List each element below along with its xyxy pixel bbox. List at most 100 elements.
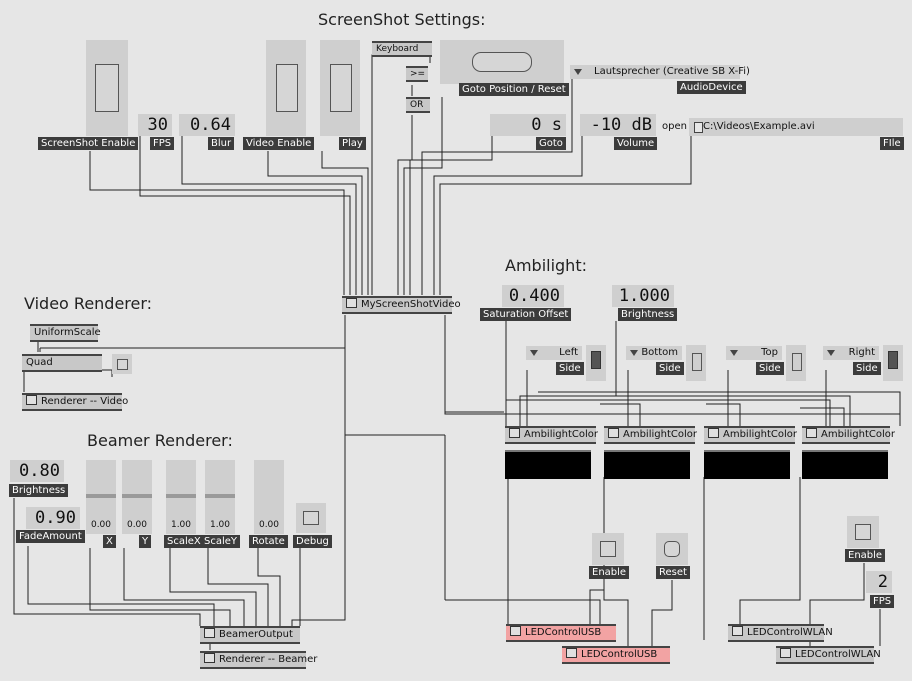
x-value: 0.00 bbox=[90, 520, 112, 530]
ambilight-color-label: AmbilightColor bbox=[623, 429, 697, 440]
volume-value[interactable]: -10 dB bbox=[580, 114, 656, 136]
side-left-bar[interactable] bbox=[586, 345, 606, 381]
scalex-slider[interactable]: 1.00 bbox=[166, 460, 196, 534]
color-preview-right bbox=[802, 450, 888, 479]
goto-position-label: Goto Position / Reset bbox=[459, 83, 569, 96]
ambilight-color-node-bottom[interactable]: AmbilightColor bbox=[604, 426, 697, 444]
node-menu-icon bbox=[509, 428, 520, 438]
fps-value[interactable]: 30 bbox=[138, 114, 172, 136]
video-enable-toggle[interactable] bbox=[266, 40, 306, 136]
scalex-value: 1.00 bbox=[170, 520, 192, 530]
goto-label: Goto bbox=[536, 137, 566, 150]
play-label: Play bbox=[339, 137, 366, 150]
y-value: 0.00 bbox=[126, 520, 148, 530]
side-bottom-label: Side bbox=[656, 362, 684, 375]
side-left-value: Left bbox=[559, 347, 578, 358]
rotate-slider[interactable]: 0.00 bbox=[254, 460, 284, 534]
rotate-label: Rotate bbox=[249, 535, 288, 548]
side-bottom-bar[interactable] bbox=[686, 345, 706, 381]
led-control-wlan-label: LEDControlWLAN bbox=[747, 627, 833, 638]
ambilight-color-label: AmbilightColor bbox=[821, 429, 895, 440]
screenshot-enable-toggle[interactable] bbox=[86, 40, 128, 136]
wlan-fps-value[interactable]: 2 bbox=[866, 571, 892, 593]
color-preview-top bbox=[704, 450, 790, 479]
chevron-down-icon bbox=[574, 69, 582, 75]
chevron-down-icon bbox=[827, 350, 835, 356]
y-label: Y bbox=[139, 535, 152, 548]
file-path-value: C:\Videos\Example.avi bbox=[703, 121, 815, 132]
side-bottom-dropdown[interactable]: Bottom bbox=[626, 346, 682, 360]
quad-node[interactable]: Quad bbox=[22, 354, 102, 372]
node-menu-icon bbox=[566, 648, 577, 658]
goto-position-button[interactable] bbox=[440, 40, 564, 84]
fps-label: FPS bbox=[150, 137, 175, 150]
ambilight-color-node-right[interactable]: AmbilightColor bbox=[802, 426, 895, 444]
color-preview-left bbox=[505, 450, 591, 479]
beamer-renderer-node[interactable]: Renderer -- Beamer bbox=[200, 651, 317, 669]
goto-value[interactable]: 0 s bbox=[490, 114, 566, 136]
screenshot-enable-label: ScreenShot Enable bbox=[38, 137, 139, 150]
led-control-usb-node-2[interactable]: LEDControlUSB bbox=[562, 646, 670, 664]
scaley-value: 1.00 bbox=[209, 520, 231, 530]
ge-node[interactable]: >= bbox=[406, 66, 428, 82]
x-slider[interactable]: 0.00 bbox=[86, 460, 116, 534]
led-control-usb-node-1[interactable]: LEDControlUSB bbox=[506, 624, 616, 642]
myscreenshotvideo-label: MyScreenShotVideo bbox=[361, 299, 461, 310]
video-renderer-node[interactable]: Renderer -- Video bbox=[22, 393, 128, 411]
node-menu-icon bbox=[510, 626, 521, 636]
side-right-bar[interactable] bbox=[883, 345, 903, 381]
audio-device-label: AudioDevice bbox=[677, 81, 746, 94]
led-reset-button[interactable] bbox=[656, 533, 688, 565]
ambilight-color-node-top[interactable]: AmbilightColor bbox=[704, 426, 797, 444]
beamer-brightness-value[interactable]: 0.80 bbox=[10, 460, 64, 482]
video-renderer-toggle[interactable] bbox=[112, 354, 132, 374]
node-menu-icon bbox=[204, 628, 215, 638]
beamer-output-node[interactable]: BeamerOutput bbox=[200, 626, 300, 644]
file-icon bbox=[694, 122, 703, 133]
fade-amount-value[interactable]: 0.90 bbox=[26, 507, 80, 529]
side-right-dropdown[interactable]: Right bbox=[823, 346, 879, 360]
side-top-dropdown[interactable]: Top bbox=[726, 346, 782, 360]
scaley-slider[interactable]: 1.00 bbox=[205, 460, 235, 534]
wlan-enable-toggle[interactable] bbox=[847, 516, 879, 548]
volume-label: Volume bbox=[614, 137, 658, 150]
x-label: X bbox=[103, 535, 116, 548]
led-enable-toggle[interactable] bbox=[592, 533, 624, 565]
node-menu-icon bbox=[346, 298, 357, 308]
video-enable-label: Video Enable bbox=[243, 137, 315, 150]
side-left-dropdown[interactable]: Left bbox=[526, 346, 582, 360]
led-control-wlan-node-2[interactable]: LEDControlWLAN bbox=[776, 646, 881, 664]
or-node[interactable]: OR bbox=[406, 97, 430, 113]
uniform-scale-node[interactable]: UniformScale bbox=[30, 324, 101, 342]
audio-device-dropdown[interactable]: Lautsprecher (Creative SB X-Fi) bbox=[570, 65, 750, 79]
side-right-label: Side bbox=[853, 362, 881, 375]
open-text: open bbox=[662, 121, 687, 132]
renderer-icon bbox=[204, 653, 215, 663]
debug-toggle[interactable] bbox=[296, 503, 326, 533]
saturation-offset-value[interactable]: 0.400 bbox=[502, 285, 564, 307]
side-top-label: Side bbox=[756, 362, 784, 375]
scalex-label: ScaleX bbox=[164, 535, 204, 548]
audio-device-value: Lautsprecher (Creative SB X-Fi) bbox=[594, 66, 750, 77]
file-label: FIle bbox=[880, 137, 904, 150]
side-top-bar[interactable] bbox=[786, 345, 806, 381]
led-control-usb-label: LEDControlUSB bbox=[525, 627, 602, 638]
saturation-offset-label: Saturation Offset bbox=[480, 308, 572, 321]
keyboard-node[interactable]: Keyboard bbox=[372, 41, 432, 57]
heading-screenshot-settings: ScreenShot Settings: bbox=[318, 10, 486, 29]
ambilight-color-node-left[interactable]: AmbilightColor bbox=[505, 426, 598, 444]
ambilight-color-label: AmbilightColor bbox=[524, 429, 598, 440]
myscreenshotvideo-node[interactable]: MyScreenShotVideo bbox=[342, 296, 461, 314]
beamer-brightness-label: Brightness bbox=[9, 484, 69, 497]
blur-value[interactable]: 0.64 bbox=[179, 114, 235, 136]
chevron-down-icon bbox=[730, 350, 738, 356]
node-menu-icon bbox=[732, 626, 743, 636]
renderer-icon bbox=[26, 395, 37, 405]
file-path-field[interactable]: C:\Videos\Example.avi bbox=[689, 118, 903, 136]
led-control-wlan-node-1[interactable]: LEDControlWLAN bbox=[728, 624, 833, 642]
y-slider[interactable]: 0.00 bbox=[122, 460, 152, 534]
ambilight-brightness-value[interactable]: 1.000 bbox=[612, 285, 674, 307]
play-toggle[interactable] bbox=[320, 40, 360, 136]
